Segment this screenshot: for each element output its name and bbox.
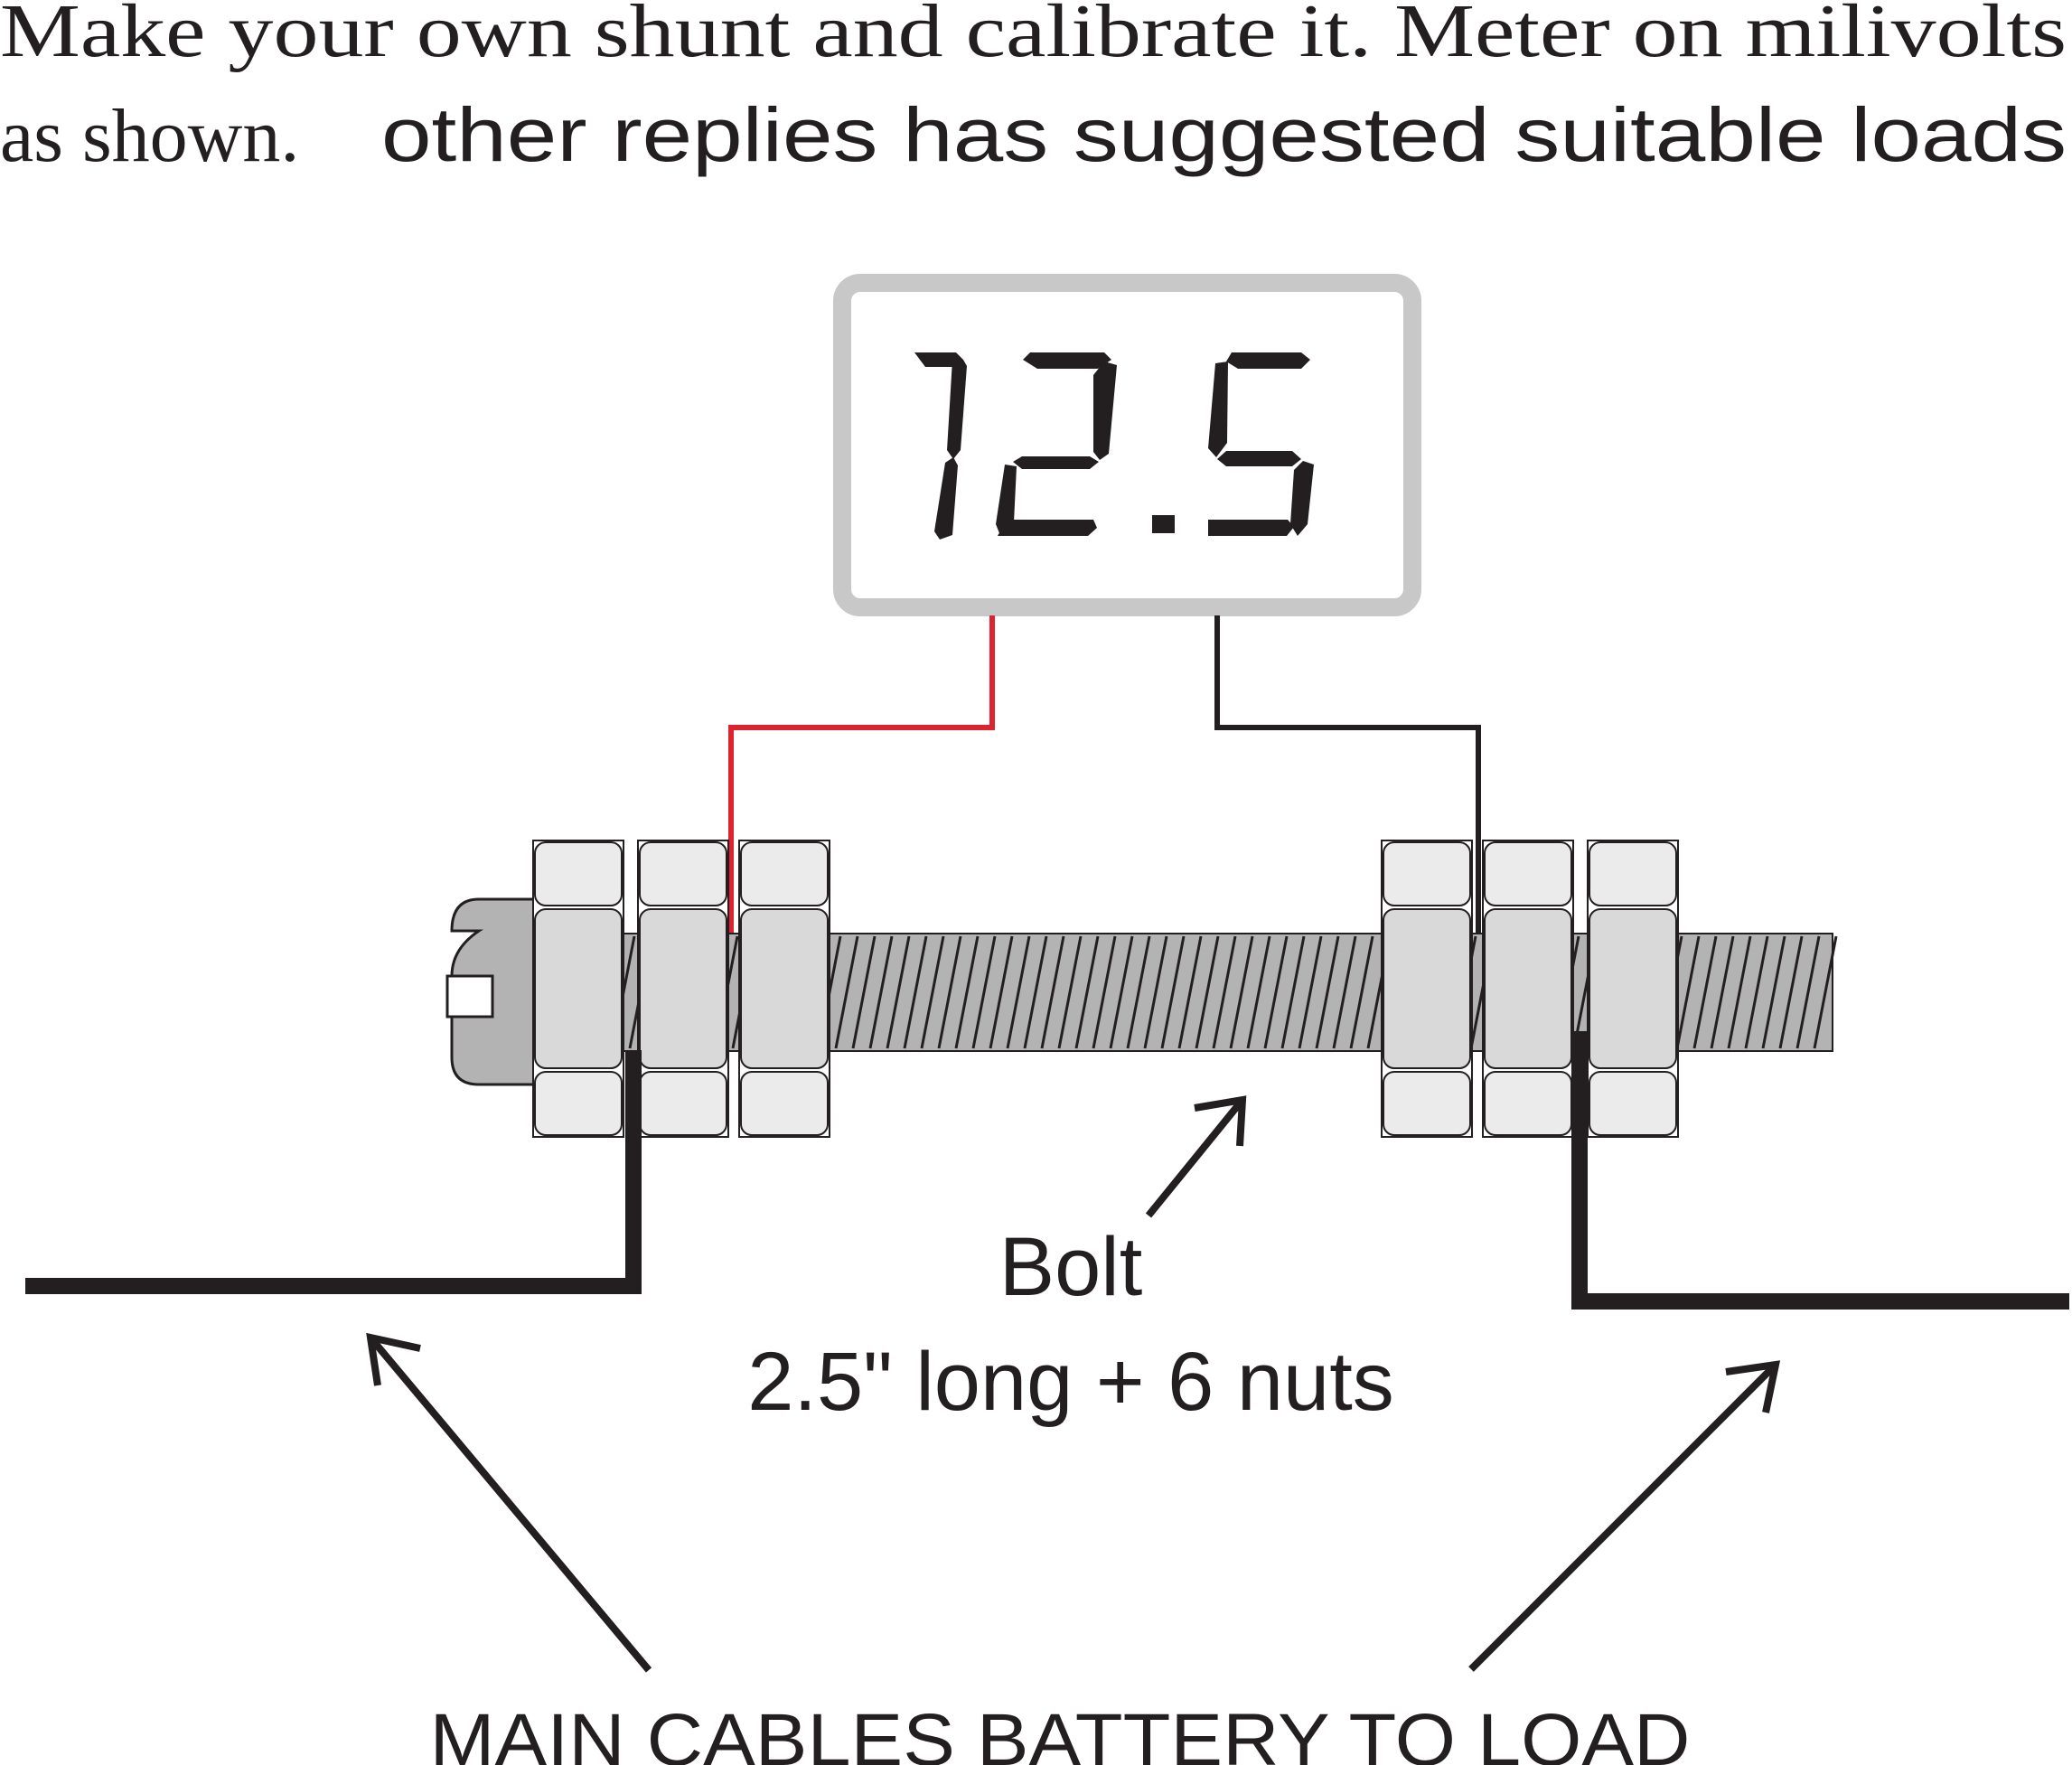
bolt-thread-line bbox=[1160, 935, 1186, 1049]
bolt-thread-line bbox=[1298, 935, 1323, 1049]
bolt-spec-label: 2.5" long + 6 nuts bbox=[747, 1336, 1394, 1428]
nut-face bbox=[1589, 908, 1677, 1069]
bolt-thread-line bbox=[1761, 935, 1786, 1049]
nut-face bbox=[1484, 908, 1572, 1069]
bolt-thread-line bbox=[851, 935, 877, 1049]
bolt-thread-line bbox=[1143, 935, 1168, 1049]
bolt-thread-line bbox=[868, 935, 894, 1049]
bolt-thread-line bbox=[1040, 935, 1065, 1049]
nut-face bbox=[534, 841, 623, 906]
nut-face bbox=[1383, 841, 1471, 906]
nut-face bbox=[1383, 1071, 1471, 1136]
nut-face bbox=[639, 1071, 727, 1136]
bolt-thread-line bbox=[1057, 935, 1083, 1049]
bolt-thread-line bbox=[1126, 935, 1151, 1049]
bolt-thread-line bbox=[920, 935, 945, 1049]
bolt-thread-line bbox=[1212, 935, 1237, 1049]
nut bbox=[532, 840, 624, 1138]
bolt-thread-line bbox=[1710, 935, 1735, 1049]
right-cable-arrow-icon bbox=[1468, 1360, 1781, 1672]
nut-face bbox=[1484, 841, 1572, 906]
nut bbox=[637, 840, 729, 1138]
nut-face bbox=[1589, 841, 1677, 906]
heading-line-2-sans: other replies has suggested suitable loa… bbox=[381, 92, 2067, 177]
bolt-label: Bolt bbox=[999, 1221, 1143, 1313]
bolt-thread-line bbox=[1006, 935, 1031, 1049]
cables-label: MAIN CABLES BATTERY TO LOAD bbox=[430, 1699, 1691, 1765]
bolt-head-slot bbox=[445, 974, 494, 1019]
nut bbox=[1587, 840, 1679, 1138]
bolt-thread-line bbox=[1727, 935, 1752, 1049]
bolt-thread-line bbox=[1246, 935, 1271, 1049]
bolt-thread-line bbox=[1092, 935, 1117, 1049]
nut-face bbox=[534, 908, 623, 1069]
bolt-thread-line bbox=[937, 935, 962, 1049]
bolt-thread-line bbox=[1229, 935, 1254, 1049]
nut-face bbox=[1383, 908, 1471, 1069]
bolt-thread-line bbox=[1813, 935, 1838, 1049]
bolt-thread-line bbox=[1315, 935, 1340, 1049]
nut-face bbox=[534, 1071, 623, 1136]
bolt-thread-line bbox=[1280, 935, 1306, 1049]
negative-meter-lead bbox=[1214, 615, 1481, 935]
left-cable-arrow-icon bbox=[366, 1332, 652, 1673]
bolt-thread-line bbox=[1263, 935, 1289, 1049]
bolt-thread-line bbox=[1332, 935, 1357, 1049]
bolt-thread-line bbox=[1778, 935, 1804, 1049]
heading-line-2-serif: as shown. bbox=[0, 94, 299, 178]
bolt-thread-line bbox=[1692, 935, 1718, 1049]
meter-digit-1 bbox=[914, 352, 967, 540]
bolt-thread-line bbox=[971, 935, 997, 1049]
meter-digit-2 bbox=[996, 352, 1117, 536]
nut-face bbox=[740, 1071, 829, 1136]
nut-face bbox=[740, 841, 829, 906]
main-cable-left bbox=[25, 1050, 642, 1294]
bolt-thread-line bbox=[1795, 935, 1821, 1049]
nut bbox=[1482, 840, 1574, 1138]
bolt-thread-line bbox=[1109, 935, 1134, 1049]
main-cable-right bbox=[1571, 1031, 2069, 1310]
nut-face bbox=[740, 908, 829, 1069]
bolt-thread-line bbox=[834, 935, 859, 1049]
bolt-thread-line bbox=[903, 935, 928, 1049]
heading-line-2: as shown. bbox=[0, 94, 299, 178]
nut-face bbox=[1589, 1071, 1677, 1136]
bolt-thread-line bbox=[886, 935, 911, 1049]
bolt-thread-line bbox=[1744, 935, 1769, 1049]
nut-face bbox=[639, 908, 727, 1069]
bolt-thread-line bbox=[1675, 935, 1701, 1049]
arrows bbox=[366, 1095, 1781, 1673]
meter-digit-5 bbox=[1208, 352, 1314, 536]
nuts bbox=[532, 840, 1679, 1138]
bolt-thread-line bbox=[1349, 935, 1374, 1049]
meter-frame bbox=[833, 274, 1421, 616]
millivolt-meter bbox=[833, 274, 1421, 616]
bolt-thread-line bbox=[1195, 935, 1220, 1049]
bolt-arrow-icon bbox=[1145, 1095, 1247, 1218]
bolt-thread-line bbox=[954, 935, 980, 1049]
bolt-thread-line bbox=[1074, 935, 1100, 1049]
bolt-thread-line bbox=[1023, 935, 1048, 1049]
nut bbox=[738, 840, 830, 1138]
nut-face bbox=[1484, 1071, 1572, 1136]
nut-face bbox=[639, 841, 727, 906]
bolt-thread-line bbox=[989, 935, 1014, 1049]
meter-display bbox=[914, 352, 1314, 540]
meter-decimal-point bbox=[1152, 515, 1175, 533]
nut bbox=[1381, 840, 1473, 1138]
positive-meter-lead bbox=[728, 615, 995, 935]
heading-line-1: Make your own shunt and calibrate it. Me… bbox=[0, 0, 2067, 73]
bolt-thread-line bbox=[1177, 935, 1203, 1049]
